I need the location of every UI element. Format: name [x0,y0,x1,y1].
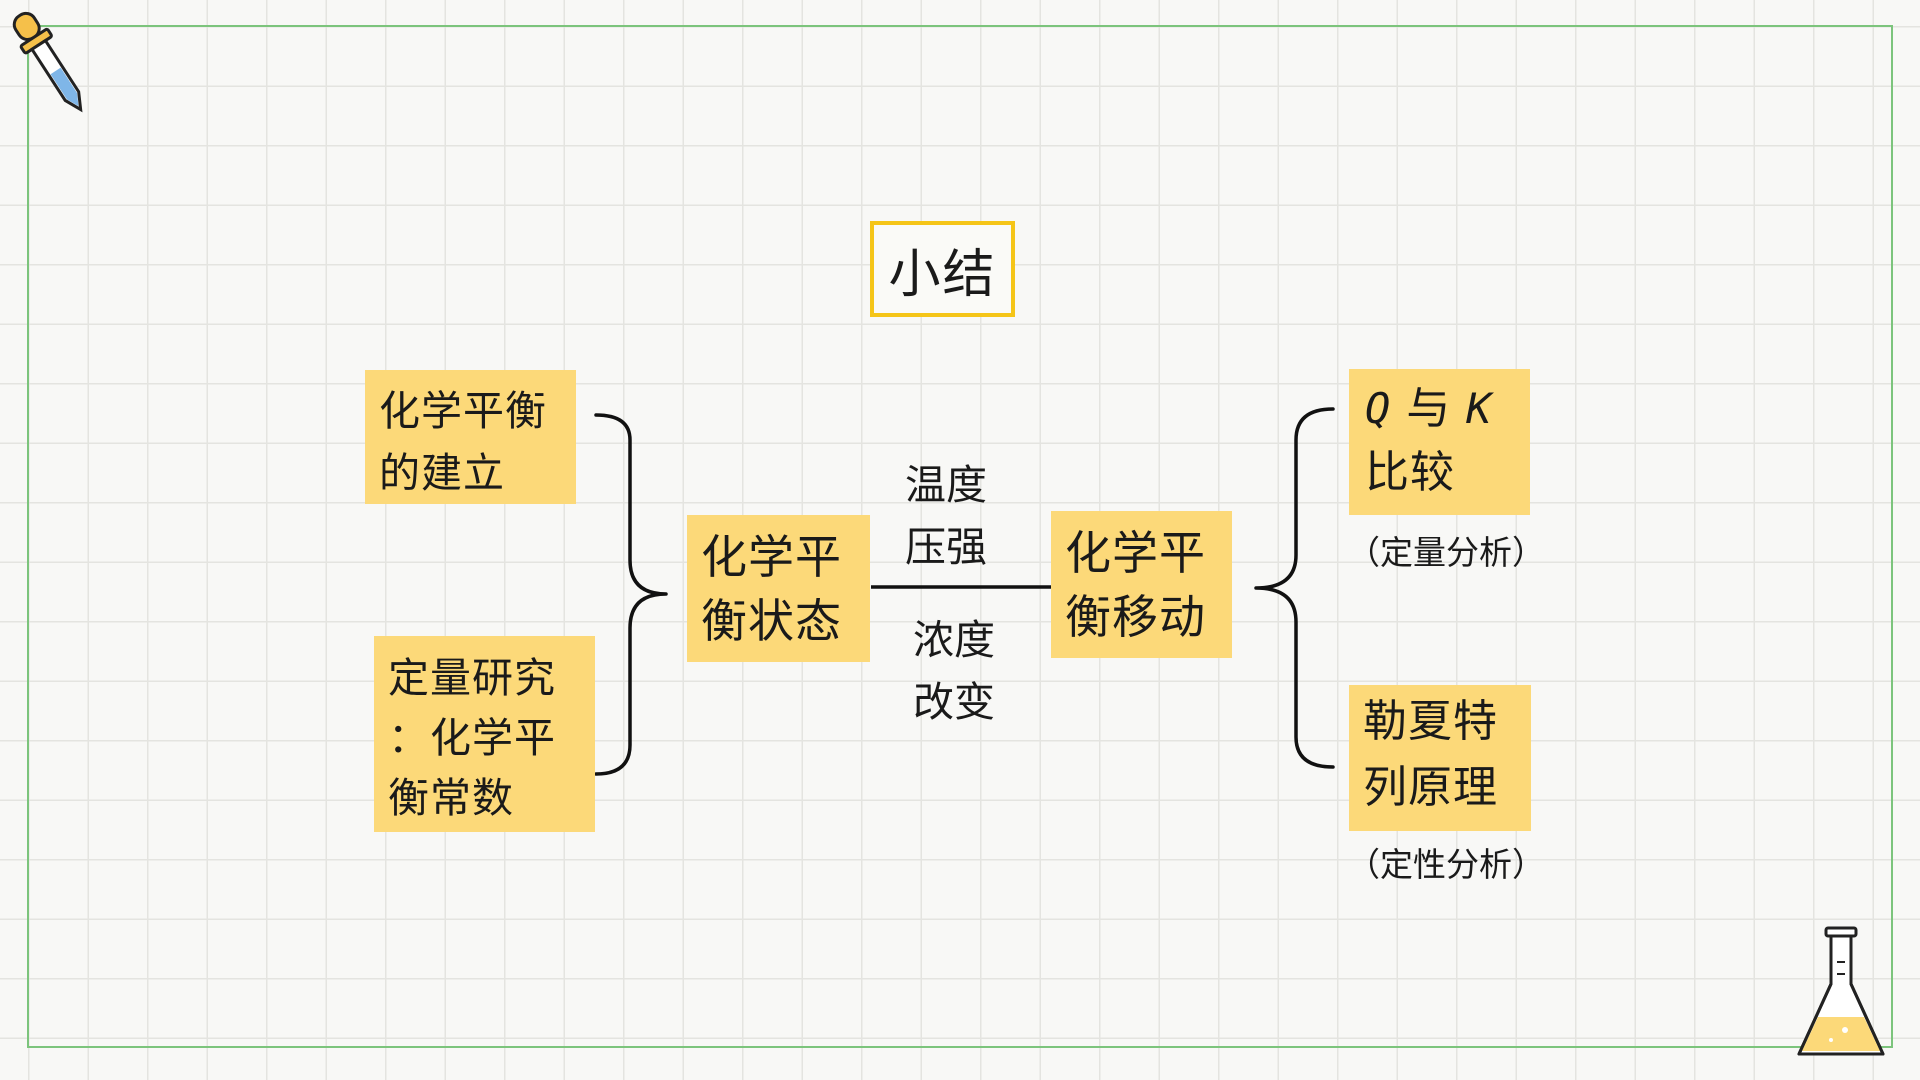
right-bracket [1254,407,1335,769]
node-text: 的建立 [379,449,505,497]
dropper-icon [12,11,83,113]
node-text: 衡状态 [701,594,842,648]
node-le-chatelier-principle: 勒夏特 列原理 [1349,685,1531,831]
node-q-k-comparison: Q 与 K 比较 [1349,369,1530,515]
condition-temperature-pressure: 温度 压强 [905,454,987,578]
and-text: 与 [1406,383,1452,434]
node-text: 列原理 [1363,762,1498,813]
node-text: 定量研究 [388,654,556,702]
node-text: 衡常数 [388,774,514,822]
q-symbol: Q [1365,384,1392,433]
condition-concentration-change: 浓度 改变 [913,609,995,733]
node-equilibrium-establishment: 化学平衡 的建立 [365,370,576,504]
node-text: 化学平 [701,530,842,584]
condition-text: 温度 [905,461,987,509]
condition-text: 改变 [913,678,995,726]
condition-text: 压强 [905,523,987,571]
node-text: 勒夏特 [1363,696,1498,747]
node-text: 比较 [1365,447,1455,498]
node-text: 化学平 [1065,526,1206,580]
node-equilibrium-shift: 化学平 衡移动 [1051,511,1232,658]
note-qualitative-analysis: （定性分析） [1347,845,1545,884]
page-frame [27,25,1893,1048]
node-equilibrium-state: 化学平 衡状态 [687,515,870,662]
page-title: 小结 [870,221,1015,317]
node-text-line1: Q 与 K [1365,377,1514,441]
condition-text: 浓度 [913,616,995,664]
node-text: 衡移动 [1065,590,1206,644]
node-equilibrium-constant: 定量研究 ：化学平 衡常数 [374,636,595,832]
flask-icon [1797,926,1885,1056]
note-quantitative-analysis: （定量分析） [1347,533,1545,572]
node-text: 化学平衡 [379,387,547,435]
node-text: ：化学平 [388,714,556,762]
k-symbol: K [1466,384,1493,433]
left-bracket [594,413,668,776]
